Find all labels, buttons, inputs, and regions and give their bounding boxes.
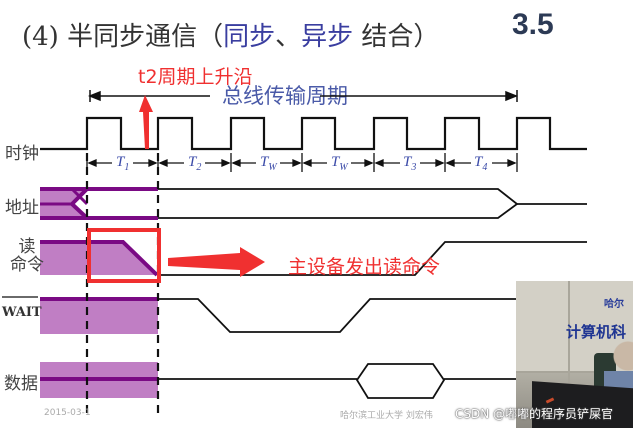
- video-logo-line1: 哈尔: [604, 299, 624, 310]
- section-number: 3.5: [512, 8, 554, 41]
- title-sep: 、: [275, 22, 302, 52]
- period-label-tw2: TW: [331, 154, 348, 173]
- data-waveform: [40, 362, 520, 399]
- title-suffix: 结合）: [353, 22, 440, 52]
- bus-cycle-arrow: [87, 90, 519, 102]
- dashed-guides: [85, 153, 160, 418]
- signal-label-address: 地址: [5, 198, 39, 218]
- csdn-watermark: CSDN @嘟嘟的程序员铲屎官: [455, 407, 614, 421]
- signal-label-data: 数据: [4, 374, 38, 394]
- period-label-tw1: TW: [260, 154, 277, 173]
- period-label-t1: T1: [116, 154, 130, 173]
- slide-title: (4) 半同步通信（同步、异步 结合）: [22, 16, 439, 53]
- signal-label-read: 读 命令: [10, 238, 44, 274]
- period-label-t2: T2: [188, 154, 202, 173]
- title-async: 异步: [301, 22, 354, 52]
- read-command-waveform: [40, 240, 587, 277]
- title-sync: 同步: [223, 22, 276, 52]
- read-label-line2: 命令: [10, 255, 44, 275]
- clock-waveform: [40, 116, 587, 151]
- t2-rising-edge-note: t2周期上升沿: [138, 66, 253, 88]
- title-prefix: (4) 半同步通信（: [22, 22, 224, 52]
- wait-waveform: [2, 296, 520, 334]
- period-label-t3: T3: [403, 154, 417, 173]
- signal-label-wait: WAIT: [2, 305, 42, 320]
- master-read-note: 主设备发出读命令: [288, 256, 441, 278]
- signal-label-clock: 时钟: [5, 144, 39, 164]
- video-logo-line2: 计算机科: [566, 323, 627, 341]
- address-waveform: [40, 187, 587, 220]
- read-label-line1: 读: [18, 237, 36, 257]
- period-arrows: [86, 153, 518, 172]
- annotation-shapes: [87, 95, 265, 283]
- footer-author: 哈尔滨工业大学 刘宏伟: [340, 411, 433, 421]
- footer-date: 2015-03-1: [44, 408, 91, 418]
- lecturer-video-overlay: 哈尔 计算机科: [516, 281, 633, 428]
- video-wall-seam: [568, 281, 570, 428]
- period-label-t4: T4: [474, 154, 488, 173]
